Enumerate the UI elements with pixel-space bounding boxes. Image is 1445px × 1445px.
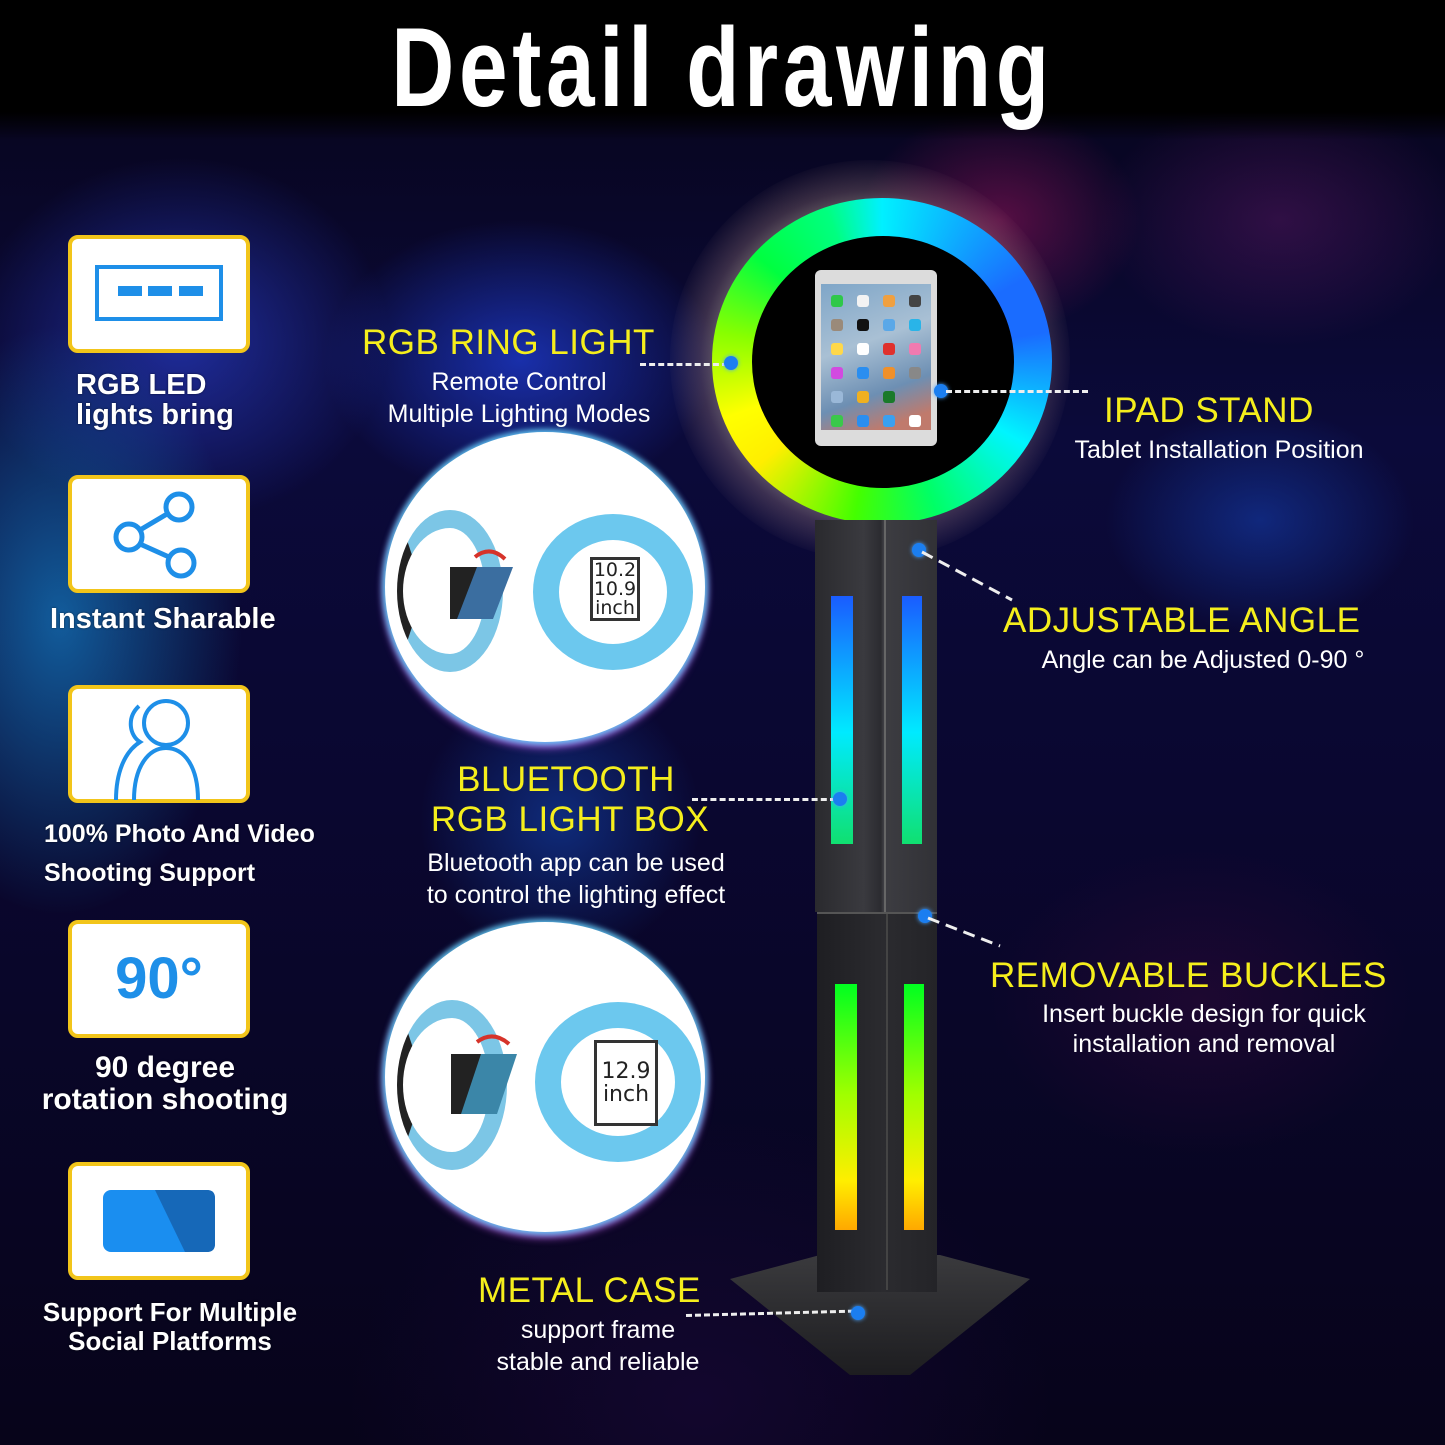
callout-desc-buckles: Insert buckle design for quick installat… — [1042, 1000, 1366, 1058]
rgb-light-bar — [902, 596, 922, 844]
callout-desc-ipad-stand: Tablet Installation Position — [1074, 436, 1364, 464]
rgb-light-bar — [835, 984, 857, 1230]
app-icon — [883, 391, 895, 403]
callout-title-ring-light: RGB RING LIGHT — [362, 323, 655, 362]
app-icon — [857, 319, 869, 331]
leader-line — [921, 550, 1013, 602]
app-icon — [883, 367, 895, 379]
marker-dot — [833, 792, 847, 806]
app-icon — [883, 319, 895, 331]
ipad-tablet — [815, 270, 937, 446]
app-icon — [909, 295, 921, 307]
rotation-90-icon: 90° — [115, 946, 203, 1011]
feature-box-photo-video — [68, 685, 250, 803]
feature-label-social: Support For Multiple Social Platforms — [42, 1297, 298, 1356]
pole-edge — [886, 914, 888, 1290]
detail-inset-small-tablet: 10.2 10.9 inch — [385, 432, 705, 742]
users-icon — [114, 699, 200, 800]
tablet-flip-icon — [450, 549, 513, 619]
app-icon — [883, 415, 895, 427]
app-icon — [857, 367, 869, 379]
feature-box-rgb-led — [68, 235, 250, 353]
app-icon — [831, 391, 843, 403]
feature-label-sharable: Instant Sharable — [50, 603, 276, 635]
app-icon — [857, 391, 869, 403]
app-icon — [883, 343, 895, 355]
callout-title-ipad-stand: IPAD STAND — [1104, 391, 1314, 430]
social-platform-icon — [103, 1190, 215, 1252]
callout-title-adjustable-angle: ADJUSTABLE ANGLE — [1003, 601, 1361, 640]
leader-line — [946, 390, 1088, 393]
marker-dot — [851, 1306, 865, 1320]
app-icon — [909, 367, 921, 379]
callout-desc-light-box: Bluetooth app can be used to control the… — [426, 849, 726, 909]
feature-label-photo-video: 100% Photo And Video Shooting Support — [44, 820, 315, 887]
callout-desc-ring-light: Remote Control Multiple Lighting Modes — [387, 368, 651, 428]
app-icon — [857, 415, 869, 427]
callout-desc-metal-case: support frame stable and reliable — [496, 1316, 700, 1376]
app-icon — [857, 295, 869, 307]
app-icon — [831, 343, 843, 355]
feature-box-sharable — [68, 475, 250, 593]
rgb-light-bar — [831, 596, 853, 844]
leader-line — [640, 363, 728, 366]
tablet-size-label: 12.9 inch — [594, 1040, 658, 1126]
feature-label-rgb-led: RGB LED lights bring — [76, 369, 234, 432]
leader-line — [692, 798, 836, 801]
callout-desc-adjustable-angle: Angle can be Adjusted 0-90 ° — [1041, 646, 1365, 674]
app-icon — [909, 415, 921, 427]
app-icon — [909, 319, 921, 331]
callout-title-buckles: REMOVABLE BUCKLES — [990, 956, 1387, 995]
feature-box-social — [68, 1162, 250, 1280]
app-icon — [909, 343, 921, 355]
page-title: Detail drawing — [391, 5, 1054, 130]
ipad-screen — [821, 284, 931, 430]
tablet-flip-icon — [451, 1034, 517, 1114]
pole-edge — [884, 520, 886, 912]
detail-inset-large-tablet: 12.9 inch — [385, 922, 705, 1232]
app-icon — [831, 295, 843, 307]
rgb-light-bar — [904, 984, 924, 1230]
marker-dot — [724, 356, 738, 370]
title-bar — [0, 0, 1445, 140]
callout-title-metal-case: METAL CASE — [478, 1271, 701, 1310]
feature-box-rotation: 90° — [68, 920, 250, 1038]
tablet-size-label: 10.2 10.9 inch — [590, 557, 640, 621]
leader-line — [927, 916, 1001, 948]
app-icon — [831, 367, 843, 379]
app-icon — [831, 415, 843, 427]
app-icon — [857, 343, 869, 355]
app-icon — [883, 295, 895, 307]
share-icon — [113, 491, 197, 579]
app-icon — [831, 319, 843, 331]
marker-dot — [934, 384, 948, 398]
callout-title-light-box: BLUETOOTH RGB LIGHT BOX — [430, 760, 710, 839]
feature-label-rotation: 90 degree rotation shooting — [41, 1051, 289, 1116]
led-strip-icon — [95, 265, 223, 321]
app-slot-empty — [909, 391, 921, 403]
